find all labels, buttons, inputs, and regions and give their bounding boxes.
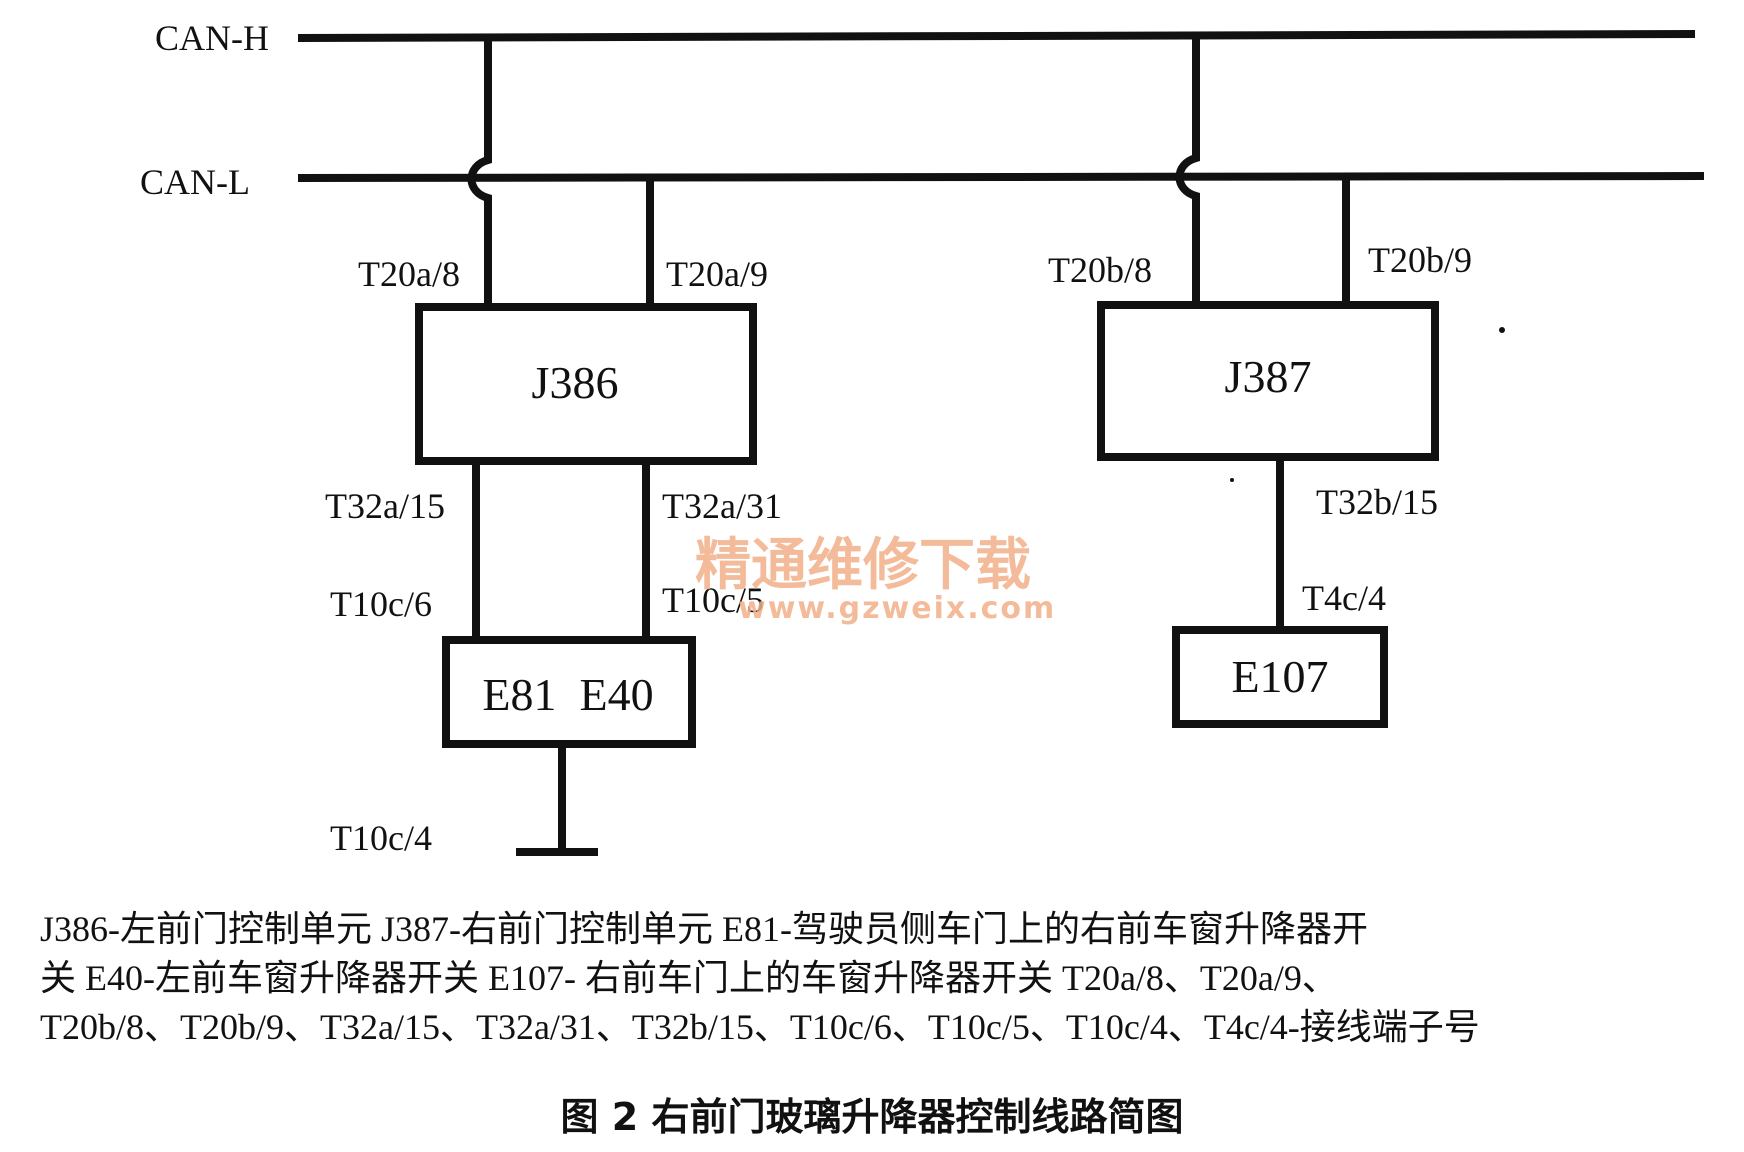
legend-line: 关 E40-左前车窗升降器开关 E107- 右前车门上的车窗升降器开关 T20a…: [40, 958, 1338, 998]
pin-label-t4c-4: T4c/4: [1302, 578, 1386, 618]
scan-dot: [1230, 478, 1234, 482]
figure-caption: 图 2 右前门玻璃升降器控制线路简图: [560, 1095, 1184, 1139]
legend: J386-左前门控制单元 J387-右前门控制单元 E81-驾驶员侧车门上的右前…: [40, 905, 1730, 1052]
scan-dot: [1499, 327, 1505, 333]
pin-label-t32a-31: T32a/31: [662, 486, 782, 526]
e107-switch-box: [1172, 626, 1388, 728]
can-h-label: CAN-H: [155, 18, 269, 58]
pin-label-t20b-9: T20b/9: [1368, 240, 1472, 280]
e107-label: E107: [1231, 651, 1328, 702]
can-h-bus-line: [297, 30, 1696, 42]
j386-module-box: [415, 303, 757, 465]
watermark-url: www.gzweix.com: [738, 591, 1056, 626]
can-l-label: CAN-L: [140, 162, 250, 202]
pin-label-t10c-5: T10c/5: [662, 580, 764, 620]
pin-label-t20a-8: T20a/8: [358, 254, 460, 294]
j387-label: J387: [1225, 351, 1312, 402]
pin-label-t32b-15: T32b/15: [1316, 482, 1438, 522]
pin-label-t32a-15: T32a/15: [325, 486, 445, 526]
can-l-bus-line: [297, 172, 1705, 182]
e81-e40-label: E81 E40: [482, 669, 653, 720]
legend-line: T20b/8、T20b/9、T32a/15、T32a/31、T32b/15、T1…: [40, 1007, 1480, 1047]
pin-label-t10c-4: T10c/4: [330, 818, 432, 858]
j386-can-h-wire: [467, 38, 492, 305]
watermark-title: 精通维修下载: [695, 533, 1031, 598]
legend-line: J386-左前门控制单元 J387-右前门控制单元 E81-驾驶员侧车门上的右前…: [40, 909, 1368, 949]
j387-module-box: [1097, 301, 1439, 461]
j387-can-h-wire: [1175, 36, 1200, 302]
j386-label: J386: [532, 357, 619, 408]
pin-label-t20a-9: T20a/9: [666, 254, 768, 294]
pin-label-t10c-6: T10c/6: [330, 584, 432, 624]
e81-e40-switch-box: [442, 636, 696, 748]
pin-label-t20b-8: T20b/8: [1048, 250, 1152, 290]
